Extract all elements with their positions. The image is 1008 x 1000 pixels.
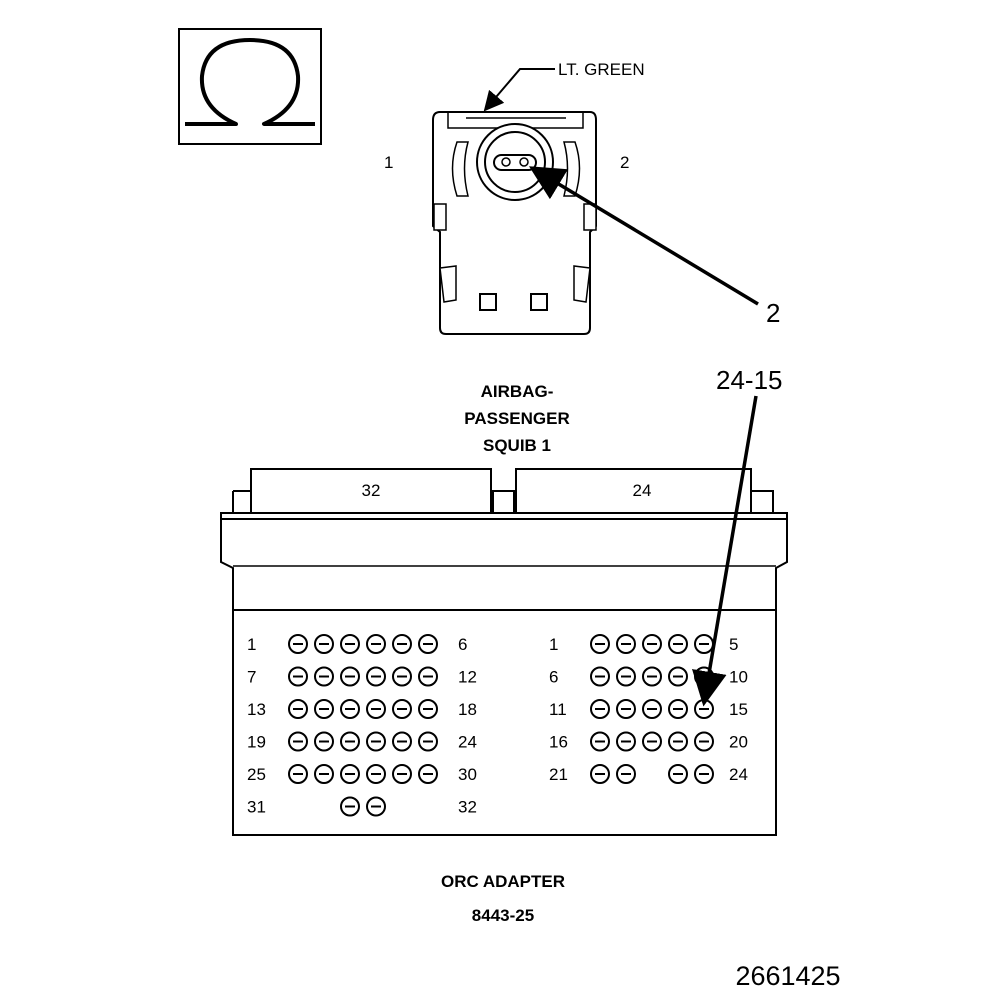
figure-number: 2661425 [735, 961, 840, 991]
left-row-6-pin-3 [340, 796, 360, 817]
left-row-3-pin-1 [288, 699, 308, 719]
right-row-1-pin-4 [668, 634, 688, 654]
left-row-2-pin-5 [392, 666, 412, 687]
left-row-1-pin-1 [288, 634, 308, 654]
right-row-4-start-label: 16 [549, 733, 568, 752]
left-row-4-pin-6 [418, 731, 438, 752]
left-row-1-pin-3 [340, 634, 360, 654]
squib-connector [432, 111, 597, 335]
left-row-4-pin-1 [288, 731, 308, 752]
right-row-4-pin-3 [642, 731, 662, 752]
left-row-2-pin-1 [288, 666, 308, 687]
left-row-4-start-label: 19 [247, 733, 266, 752]
omega-resistance-icon [178, 28, 322, 145]
left-row-5-end-label: 30 [458, 765, 477, 784]
left-row-4-end-label: 24 [458, 733, 477, 752]
left-row-5-start-label: 25 [247, 765, 266, 784]
right-row-1-pin-5 [694, 634, 714, 654]
left-row-6-pin-4 [366, 796, 386, 817]
right-row-4-pin-1 [590, 731, 610, 752]
cavity-label-1: 1 [384, 153, 393, 172]
right-row-5-pin-4 [668, 764, 688, 784]
left-row-3-start-label: 13 [247, 700, 266, 719]
left-pin-field: 1 6 7 12 13 18 19 24 25 30 31 32 [247, 634, 477, 817]
left-row-2-pin-4 [366, 666, 386, 687]
right-row-2-pin-1 [590, 666, 610, 687]
right-row-5-end-label: 24 [729, 765, 748, 784]
left-row-2-start-label: 7 [247, 668, 256, 687]
left-row-3-pin-6 [418, 699, 438, 719]
callout-2-arrow [529, 166, 759, 306]
left-row-4-pin-5 [392, 731, 412, 752]
left-row-6-end-label: 32 [458, 798, 477, 817]
orc-adapter-title: ORC ADAPTER [441, 872, 565, 891]
left-row-5-pin-4 [366, 764, 386, 784]
left-row-1-start-label: 1 [247, 635, 256, 654]
cavity-label-2: 2 [620, 153, 629, 172]
right-row-4-pin-5 [694, 731, 714, 752]
right-row-2-pin-3 [642, 666, 662, 687]
right-row-4-end-label: 20 [729, 733, 748, 752]
left-row-2-end-label: 12 [458, 668, 477, 687]
right-row-3-pin-2 [616, 699, 636, 719]
right-row-3-pin-4 [668, 699, 688, 719]
left-row-1-pin-2 [314, 634, 334, 654]
left-row-1-pin-5 [392, 634, 412, 654]
right-row-1-pin-3 [642, 634, 662, 654]
right-row-1-pin-1 [590, 634, 610, 654]
wire-color-label: LT. GREEN [558, 60, 645, 79]
right-row-4-pin-4 [668, 731, 688, 752]
right-row-2-end-label: 10 [729, 668, 748, 687]
left-row-6-start-label: 31 [247, 798, 266, 817]
left-row-5-pin-3 [340, 764, 360, 784]
left-row-4-pin-3 [340, 731, 360, 752]
callout-24-15-label: 24-15 [716, 365, 783, 395]
left-header-label: 32 [362, 481, 381, 500]
callout-24-15-arrow [692, 395, 758, 707]
right-row-2-start-label: 6 [549, 668, 558, 687]
right-row-1-start-label: 1 [549, 635, 558, 654]
left-row-5-pin-2 [314, 764, 334, 784]
left-row-2-pin-3 [340, 666, 360, 687]
left-row-3-pin-5 [392, 699, 412, 719]
right-row-1-pin-2 [616, 634, 636, 654]
right-header-label: 24 [633, 481, 652, 500]
left-row-1-end-label: 6 [458, 635, 467, 654]
left-row-2-pin-2 [314, 666, 334, 687]
right-row-2-pin-2 [616, 666, 636, 687]
right-row-3-pin-3 [642, 699, 662, 719]
squib-title-line-3: SQUIB 1 [483, 436, 551, 455]
right-row-5-pin-1 [590, 764, 610, 784]
left-row-1-pin-6 [418, 634, 438, 654]
left-row-3-pin-2 [314, 699, 334, 719]
right-row-4-pin-2 [616, 731, 636, 752]
left-row-1-pin-4 [366, 634, 386, 654]
right-row-5-pin-5 [694, 764, 714, 784]
left-row-3-pin-3 [340, 699, 360, 719]
right-row-5-pin-2 [616, 764, 636, 784]
right-row-2-pin-4 [668, 666, 688, 687]
squib-title-line-2: PASSENGER [464, 409, 570, 428]
left-row-3-end-label: 18 [458, 700, 477, 719]
right-row-3-start-label: 11 [549, 700, 567, 719]
left-row-2-pin-6 [418, 666, 438, 687]
right-row-3-end-label: 15 [729, 700, 748, 719]
left-row-5-pin-6 [418, 764, 438, 784]
squib-title-line-1: AIRBAG- [481, 382, 554, 401]
left-row-3-pin-4 [366, 699, 386, 719]
right-row-5-start-label: 21 [549, 765, 568, 784]
left-row-4-pin-4 [366, 731, 386, 752]
right-row-3-pin-1 [590, 699, 610, 719]
left-row-5-pin-1 [288, 764, 308, 784]
left-row-4-pin-2 [314, 731, 334, 752]
callout-2-label: 2 [766, 298, 780, 328]
right-row-1-end-label: 5 [729, 635, 738, 654]
orc-adapter-part-number: 8443-25 [472, 906, 534, 925]
wire-color-leader [483, 68, 555, 112]
left-row-5-pin-5 [392, 764, 412, 784]
